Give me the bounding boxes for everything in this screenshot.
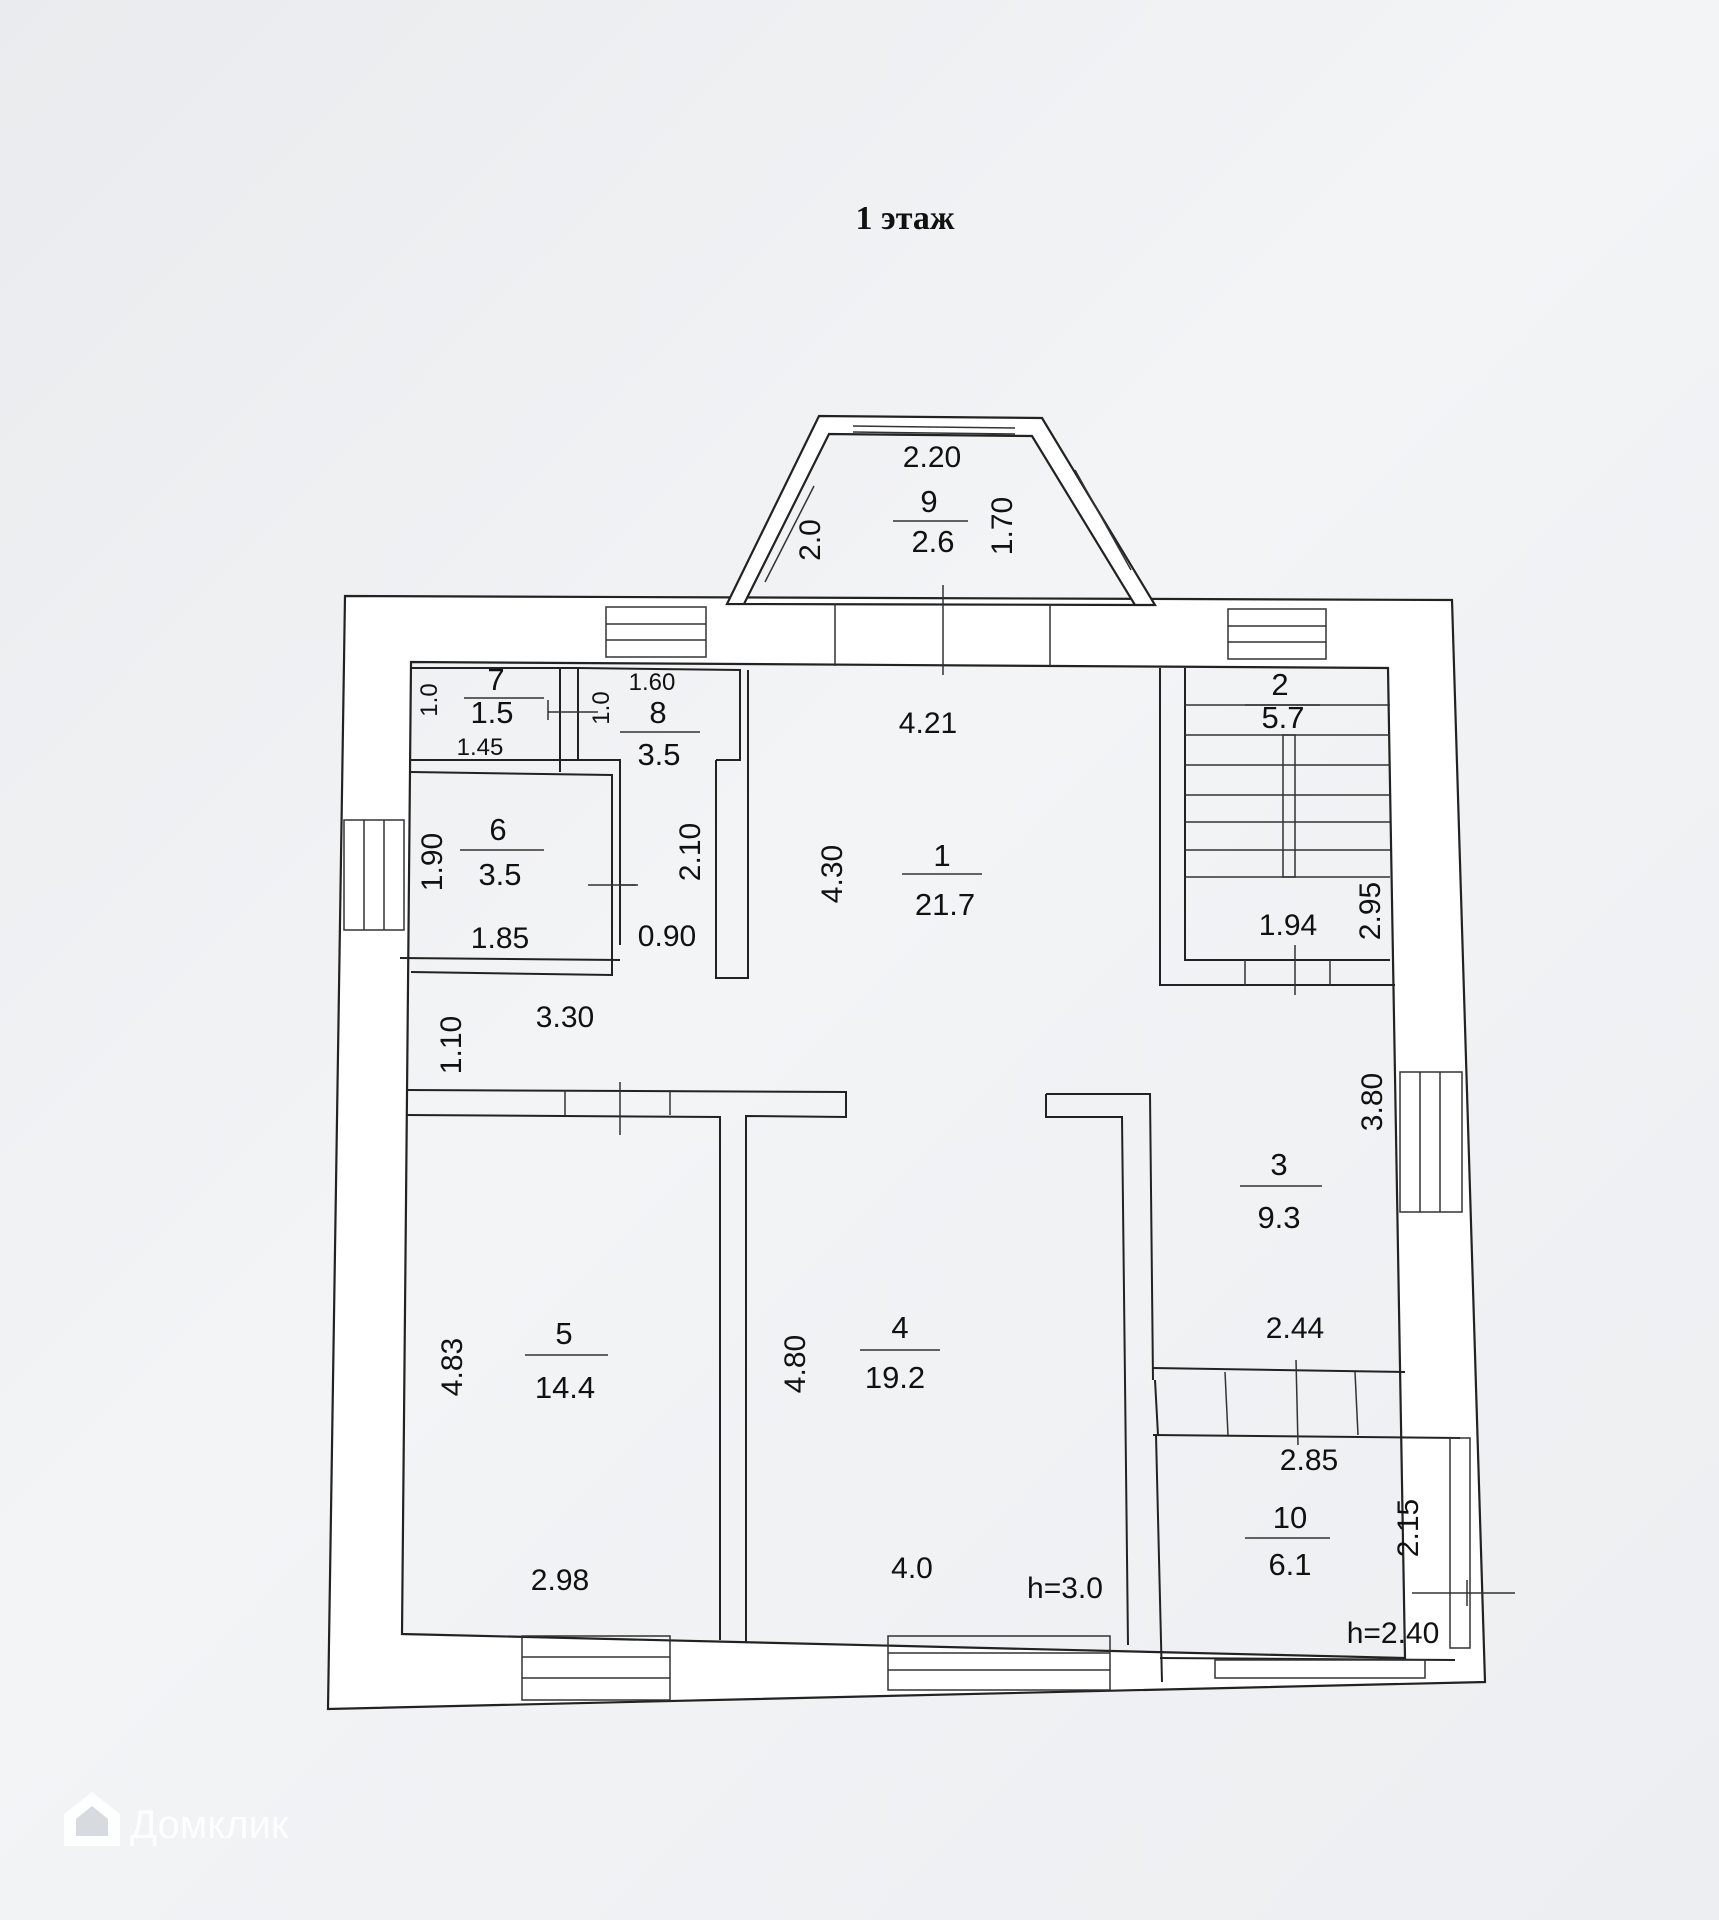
dimension-label: h=3.0: [1027, 1572, 1103, 1605]
dimension-lines: [547, 585, 1515, 1606]
room-label-text: 3.5: [478, 857, 521, 892]
dimension-label: 2.20: [903, 441, 961, 474]
room-7-label: 71.5: [464, 662, 544, 730]
room-label-text: 3: [1270, 1147, 1287, 1182]
dimension-label: 2.95: [1354, 882, 1387, 940]
dimension-label: 1.85: [471, 922, 529, 955]
windows: [343, 604, 1471, 1701]
room-label-text: 19.2: [865, 1360, 925, 1395]
room-1-label: 121.7: [902, 838, 982, 922]
dimension-label: 1.90: [416, 833, 449, 891]
house-icon: [64, 1792, 120, 1846]
dimension-label: 2.15: [1392, 1499, 1425, 1557]
room-6-label: 63.5: [460, 812, 544, 892]
dimension-label: 2.85: [1280, 1444, 1338, 1477]
room-label-text: 10: [1273, 1500, 1307, 1535]
dimension-label: 1.60: [629, 669, 676, 696]
dimension-label: 1.70: [986, 497, 1019, 555]
room-label-text: 8: [649, 695, 666, 730]
dimension-label: 2.44: [1266, 1312, 1324, 1345]
dimension-label: 1.10: [435, 1016, 468, 1074]
room-label-text: 6.1: [1268, 1547, 1311, 1582]
plan-title: 1 этаж: [856, 200, 955, 237]
dimension-label: 3.30: [536, 1001, 594, 1034]
room-3-label: 39.3: [1240, 1147, 1322, 1235]
watermark: Домклик: [64, 1792, 289, 1847]
dimension-label: 1.94: [1259, 909, 1317, 942]
outer-walls: [326, 594, 1487, 1711]
room-8-label: 83.5: [620, 695, 700, 772]
dimension-label: 0.90: [638, 920, 696, 953]
room-label-text: 9.3: [1257, 1200, 1300, 1235]
dimension-label: 4.21: [899, 707, 957, 740]
dimension-label: 1.0: [416, 683, 443, 716]
dimension-label: 4.0: [891, 1552, 933, 1585]
room-label-text: 21.7: [915, 887, 975, 922]
dimension-label: h=2.40: [1347, 1617, 1440, 1650]
room-labels: 121.7 25.7 39.3 419.2 514.4 63.5 71.5 83…: [460, 484, 1330, 1582]
room-2-label: 25.7: [1245, 667, 1320, 735]
room-4-label: 419.2: [860, 1310, 940, 1395]
room-label-text: 14.4: [535, 1370, 595, 1405]
room-label-text: 2.6: [911, 524, 954, 559]
dimension-label: 4.83: [436, 1338, 469, 1396]
room-label-text: 7: [487, 662, 504, 697]
watermark-brand: Домклик: [130, 1803, 289, 1847]
room-label-text: 1.5: [470, 695, 513, 730]
dimension-labels: 2.20 2.0 1.70 4.21 4.30 1.0 1.45 1.60 1.…: [416, 441, 1439, 1650]
room-9-label: 92.6: [893, 484, 968, 559]
room-label-text: 5.7: [1261, 700, 1304, 735]
dimension-label: 2.98: [531, 1564, 589, 1597]
dimension-label: 1.45: [457, 734, 504, 761]
room-label-text: 3.5: [637, 737, 680, 772]
dimension-label: 2.0: [794, 519, 827, 561]
room-label-text: 9: [920, 484, 937, 519]
room-label-text: 6: [489, 812, 506, 847]
dimension-label: 4.30: [816, 845, 849, 903]
room-label-text: 4: [891, 1310, 908, 1345]
room-label-text: 5: [555, 1316, 572, 1351]
dimension-label: 3.80: [1356, 1073, 1389, 1131]
dimension-label: 4.80: [779, 1335, 812, 1393]
room-label-text: 2: [1271, 667, 1288, 702]
dimension-label: 2.10: [674, 823, 707, 881]
room-label-text: 1: [933, 838, 950, 873]
room-5-label: 514.4: [525, 1316, 608, 1405]
interior-walls: [399, 667, 1461, 1683]
room-10-label: 106.1: [1245, 1500, 1330, 1582]
bay-window-walls: [725, 414, 1157, 607]
dimension-label: 1.0: [588, 691, 615, 724]
